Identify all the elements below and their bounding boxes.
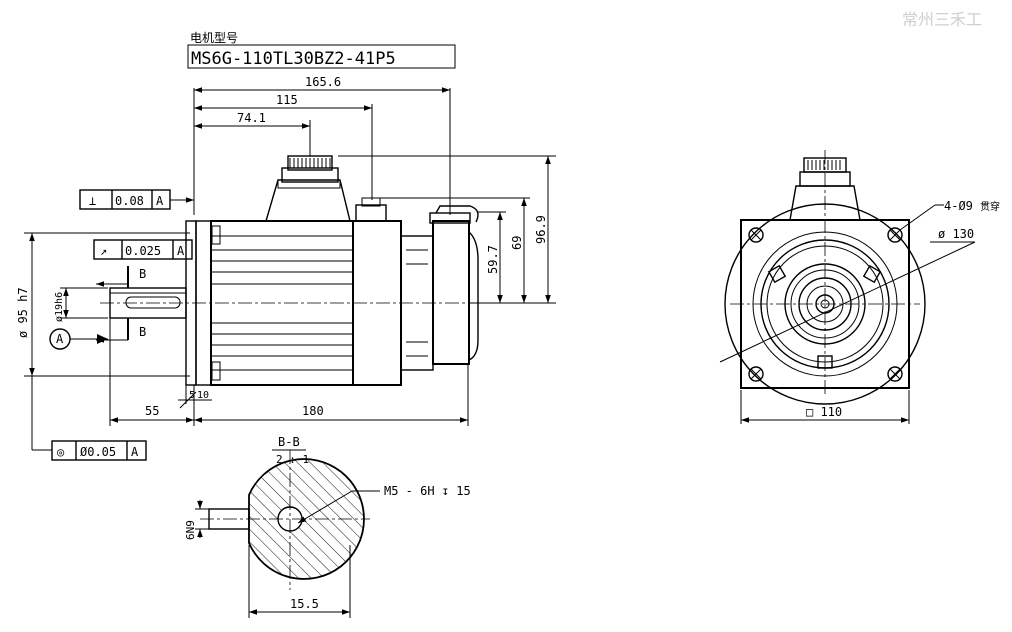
dim-55: 55 — [145, 404, 159, 418]
height-dims: 96.9 69 59.7 — [338, 155, 556, 304]
section-disc — [248, 458, 365, 580]
shaft-dia-label: ø19h6 — [54, 292, 65, 322]
holes-note: 4-Ø9 — [944, 199, 973, 213]
watermark: 常州三禾工 — [902, 10, 982, 29]
conc-value: Ø0.05 — [80, 445, 116, 459]
perp-datum: A — [156, 194, 164, 208]
section-title: B-B — [278, 435, 300, 449]
conc-datum: A — [131, 445, 139, 459]
dim-59-7: 59.7 — [486, 245, 500, 274]
encoder-housing — [352, 197, 479, 386]
dim-115: 115 — [276, 93, 298, 107]
section-view: B-B 2 : 1 6N9 M5 - 6H ↧ 15 15.5 — [184, 435, 471, 618]
shaft-diameter-dim: ø19h6 — [54, 287, 108, 322]
dim-74-1: 74.1 — [237, 111, 266, 125]
length-dims: 55 180 5 10 — [109, 318, 469, 426]
motor-body — [210, 220, 354, 386]
overall-length-dim: 165.6 — [193, 75, 451, 215]
perpendicularity-frame: ⊥ 0.08 A — [79, 189, 194, 210]
conc-symbol: ◎ — [57, 445, 64, 459]
key-width-label: 6N9 — [184, 520, 197, 540]
thread-note: M5 - 6H ↧ 15 — [384, 484, 471, 498]
perp-value: 0.08 — [115, 194, 144, 208]
power-connector — [265, 155, 351, 222]
datum-a: A — [49, 328, 108, 350]
perp-symbol: ⊥ — [89, 194, 96, 208]
model-label-box: 电机型号 MS6G-110TL30BZ2-41P5 — [187, 31, 456, 69]
front-view: 4-Ø9 贯穿 ø 130 □ 110 — [719, 150, 1000, 424]
runout-datum: A — [177, 244, 185, 258]
model-code: MS6G-110TL30BZ2-41P5 — [191, 49, 396, 69]
section-b-bottom: B — [139, 325, 146, 339]
dim-10: 10 — [197, 390, 209, 401]
section-b-top: B — [139, 267, 146, 281]
section-marks: B B — [96, 266, 146, 343]
dim-69: 69 — [510, 236, 524, 250]
side-view: 165.6 115 74.1 96.9 69 59.7 — [16, 75, 556, 461]
dim-96-9: 96.9 — [534, 215, 548, 244]
connector2-dim: 115 — [194, 93, 373, 200]
pilot-diameter-dim: ø 95 h7 — [16, 232, 190, 451]
connector1-dim: 74.1 — [194, 111, 311, 156]
holes-note-suffix: 贯穿 — [980, 200, 1000, 213]
dim-165-6: 165.6 — [305, 75, 341, 89]
runout-symbol: ↗ — [100, 244, 107, 258]
runout-value: 0.025 — [125, 244, 161, 258]
pilot-dia-label: ø 95 h7 — [16, 287, 30, 338]
model-title: 电机型号 — [190, 31, 238, 45]
concentricity-frame: ◎ Ø0.05 A — [51, 440, 147, 461]
key-depth-label: 15.5 — [290, 597, 319, 611]
datum-a-label: A — [56, 332, 64, 346]
runout-frame: ↗ 0.025 A — [93, 239, 193, 260]
bolt-circle-label: ø 130 — [938, 227, 974, 241]
bolt-holes — [748, 227, 903, 382]
dim-5: 5 — [189, 390, 195, 401]
dim-180: 180 — [302, 404, 324, 418]
flange-square-label: □ 110 — [806, 405, 842, 419]
